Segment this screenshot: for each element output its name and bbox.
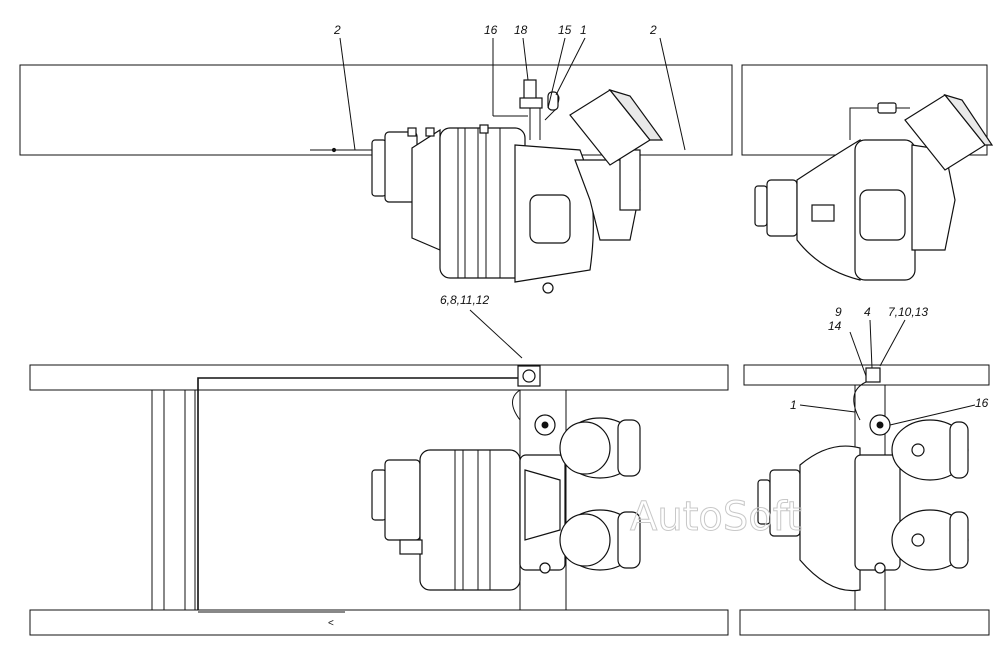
valve-icon <box>512 365 541 421</box>
gearbox-icon <box>757 414 901 592</box>
valve-icon <box>519 79 560 140</box>
air-reservoir-icon <box>559 509 641 571</box>
top-right-side-view <box>741 64 994 281</box>
frame-rail-upper-right <box>743 364 990 386</box>
callout-9: 9 <box>835 305 842 319</box>
bottom-right-plan-view: 9 14 4 7,10,13 1 16 <box>739 305 990 636</box>
valve-icon <box>853 367 881 421</box>
gearbox-icon <box>754 138 956 281</box>
frame-rail-upper-left <box>29 364 729 391</box>
callout-1-right: 1 <box>790 398 797 412</box>
gearbox-icon <box>371 124 641 294</box>
callout-6-8-11-12: 6,8,11,12 <box>440 293 489 307</box>
callout-16-top: 16 <box>484 23 498 37</box>
top-left-side-view: 2 16 18 15 1 2 <box>19 23 733 294</box>
callout-7-10-13: 7,10,13 <box>888 305 928 319</box>
air-reservoir-icon <box>891 419 969 481</box>
callout-2-left: 2 <box>333 23 341 37</box>
air-reservoir-icon <box>891 509 969 571</box>
callout-16-right: 16 <box>975 396 989 410</box>
frame-rail-lower-left <box>29 609 729 636</box>
bottom-left-plan-view: < <box>29 293 729 636</box>
callout-2-right: 2 <box>649 23 657 37</box>
callout-1-top: 1 <box>580 23 587 37</box>
air-reservoir-icon <box>559 417 641 479</box>
air-reservoir-icon <box>904 93 994 171</box>
gearbox-icon <box>371 414 566 591</box>
frame-rail-lower-right <box>739 609 990 636</box>
callout-18-top: 18 <box>514 23 528 37</box>
callout-14: 14 <box>828 319 842 333</box>
callout-4: 4 <box>864 305 871 319</box>
svg-text:<: < <box>328 618 334 629</box>
air-reservoir-icon <box>569 88 664 166</box>
callout-15-top: 15 <box>558 23 572 37</box>
watermark: AutoSoft <box>630 494 802 540</box>
